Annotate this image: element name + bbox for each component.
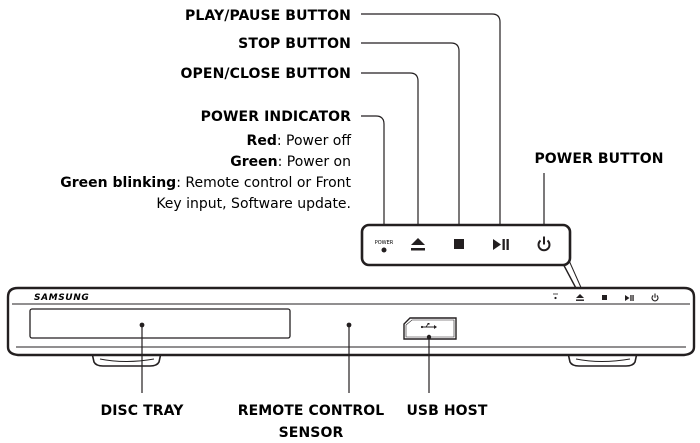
- remote-sensor-label-2: SENSOR: [279, 425, 344, 441]
- stop-label: STOP BUTTON: [238, 36, 351, 52]
- open-close-label: OPEN/CLOSE BUTTON: [181, 66, 351, 82]
- usb-host-point: [426, 334, 432, 340]
- indicator-red-key: Red: [247, 133, 277, 149]
- right-foot: [567, 352, 638, 367]
- remote-sensor-label-1: REMOTE CONTROL: [238, 403, 385, 419]
- stop-leader: [361, 42, 460, 237]
- power-icon[interactable]: [537, 236, 551, 252]
- usb-icon: [420, 323, 437, 329]
- indicator-green-line: Green: Power on: [230, 154, 351, 170]
- indicator-blink-key: Green blinking: [60, 175, 176, 191]
- left-foot: [91, 352, 162, 367]
- power-mini-label: POWER: [375, 240, 394, 246]
- indicator-green-text: : Power on: [278, 154, 351, 170]
- usb-host-label: USB HOST: [406, 403, 487, 419]
- device-power-icon[interactable]: [651, 293, 659, 302]
- power-indicator-label: POWER INDICATOR: [201, 109, 351, 125]
- indicator-blink-text-1: : Remote control or Front: [176, 175, 351, 191]
- open-close-leader: [361, 72, 419, 237]
- samsung-logo: SAMSUNG: [34, 293, 89, 303]
- play-pause-icon[interactable]: [493, 239, 509, 250]
- device-play-pause-icon[interactable]: [625, 295, 634, 301]
- eject-icon[interactable]: [411, 238, 425, 251]
- indicator-blink-text-2: Key input, Software update.: [156, 196, 351, 212]
- play-pause-label: PLAY/PAUSE BUTTON: [185, 8, 351, 24]
- zoom-panel: [360, 223, 572, 267]
- stop-icon[interactable]: [454, 239, 464, 249]
- device-eject-icon[interactable]: [576, 294, 584, 301]
- device-stop-icon[interactable]: [602, 295, 607, 300]
- indicator-red-line: Red: Power off: [247, 133, 352, 149]
- usb-port[interactable]: [403, 317, 457, 340]
- disc-tray[interactable]: [29, 308, 291, 339]
- play-pause-leader: [361, 13, 501, 237]
- indicator-green-key: Green: [230, 154, 277, 170]
- power-indicator-leader: [361, 115, 385, 239]
- disc-tray-point: [139, 322, 145, 328]
- remote-sensor: [346, 322, 352, 328]
- device-power-indicator: [553, 293, 558, 300]
- disc-tray-label: DISC TRAY: [101, 403, 185, 419]
- power-button-label: POWER BUTTON: [534, 151, 663, 167]
- indicator-red-text: : Power off: [277, 133, 352, 149]
- indicator-blink-line: Green blinking: Remote control or Front: [60, 175, 351, 191]
- power-indicator-led: [381, 247, 387, 253]
